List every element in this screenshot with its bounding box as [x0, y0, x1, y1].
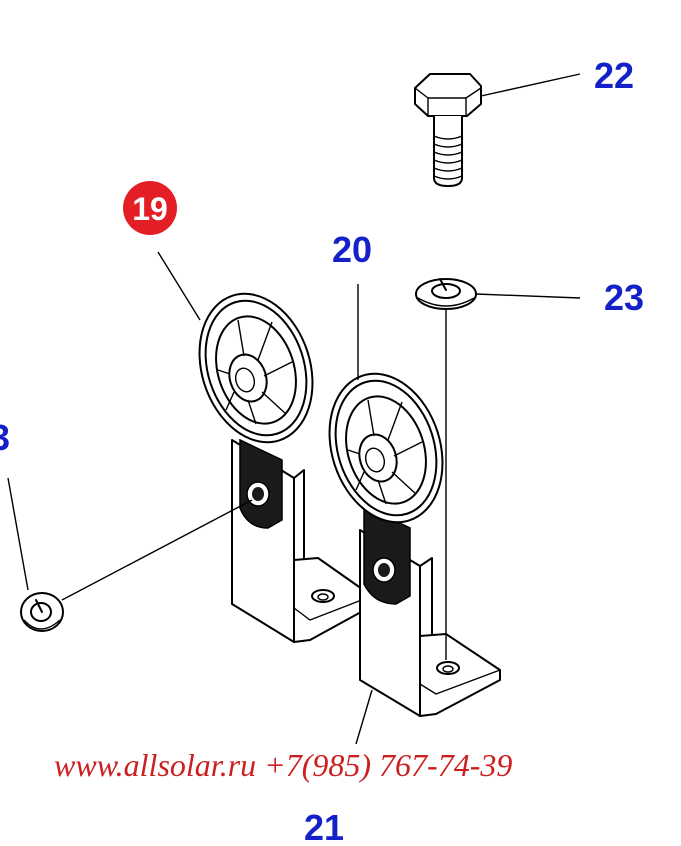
callout-21: 21: [304, 807, 344, 846]
callout-22: 22: [594, 55, 634, 96]
reflector-part-19: [198, 292, 314, 529]
callout-19: 19: [132, 191, 168, 227]
leader-21: [355, 689, 373, 745]
leader-22: [480, 73, 581, 97]
highlight-badge-circle: [123, 181, 177, 235]
leader-23: [475, 293, 581, 299]
reflector-part-20: [328, 372, 444, 605]
leader-washer-left-axis: [61, 499, 253, 601]
leader-19: [157, 251, 201, 321]
callout-20: 20: [332, 229, 372, 270]
watermark-text: www.allsolar.ru +7(985) 767-74-39: [54, 747, 512, 783]
lock-washer-left: [20, 592, 64, 632]
bolt-part-22: [414, 73, 482, 187]
callout-19-badge: 19: [123, 181, 177, 235]
leader-3: [7, 477, 29, 591]
lock-washer-part-23: [415, 278, 477, 310]
leader-lines: [7, 73, 581, 745]
callout-3-partial: 3: [0, 417, 10, 458]
callout-23: 23: [604, 277, 644, 318]
